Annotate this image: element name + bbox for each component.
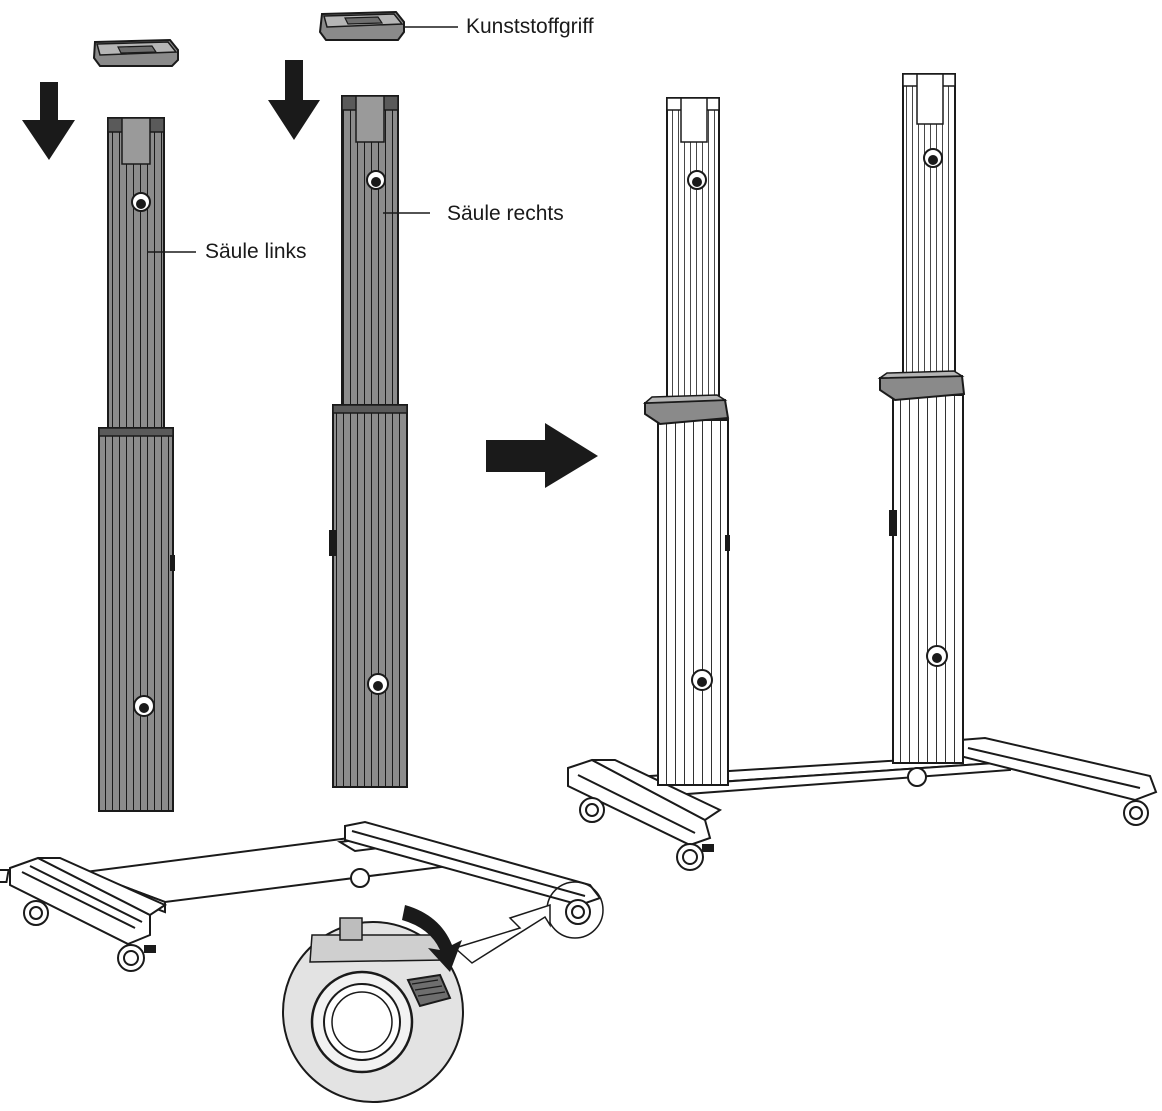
caster-brake-detail [282, 905, 464, 1103]
label-column-right: Säule rechts [447, 202, 564, 225]
column-right [329, 95, 408, 788]
base-frame-right [567, 736, 1158, 871]
assembled-column-right [877, 73, 966, 764]
arrow-down-right-icon [268, 60, 320, 140]
arrow-right-icon [486, 423, 598, 488]
arrow-down-left-icon [22, 82, 75, 160]
push-down-curved-arrow-icon [402, 905, 462, 972]
zoom-pointer-arrow-icon [453, 903, 551, 964]
label-column-left: Säule links [205, 240, 307, 263]
plastic-handle-left [92, 38, 179, 67]
assembled-column-left [642, 97, 730, 786]
base-frame-left [0, 820, 602, 972]
column-left [98, 117, 175, 812]
plastic-handle-right [318, 10, 405, 41]
label-handle: Kunststoffgriff [466, 15, 594, 38]
